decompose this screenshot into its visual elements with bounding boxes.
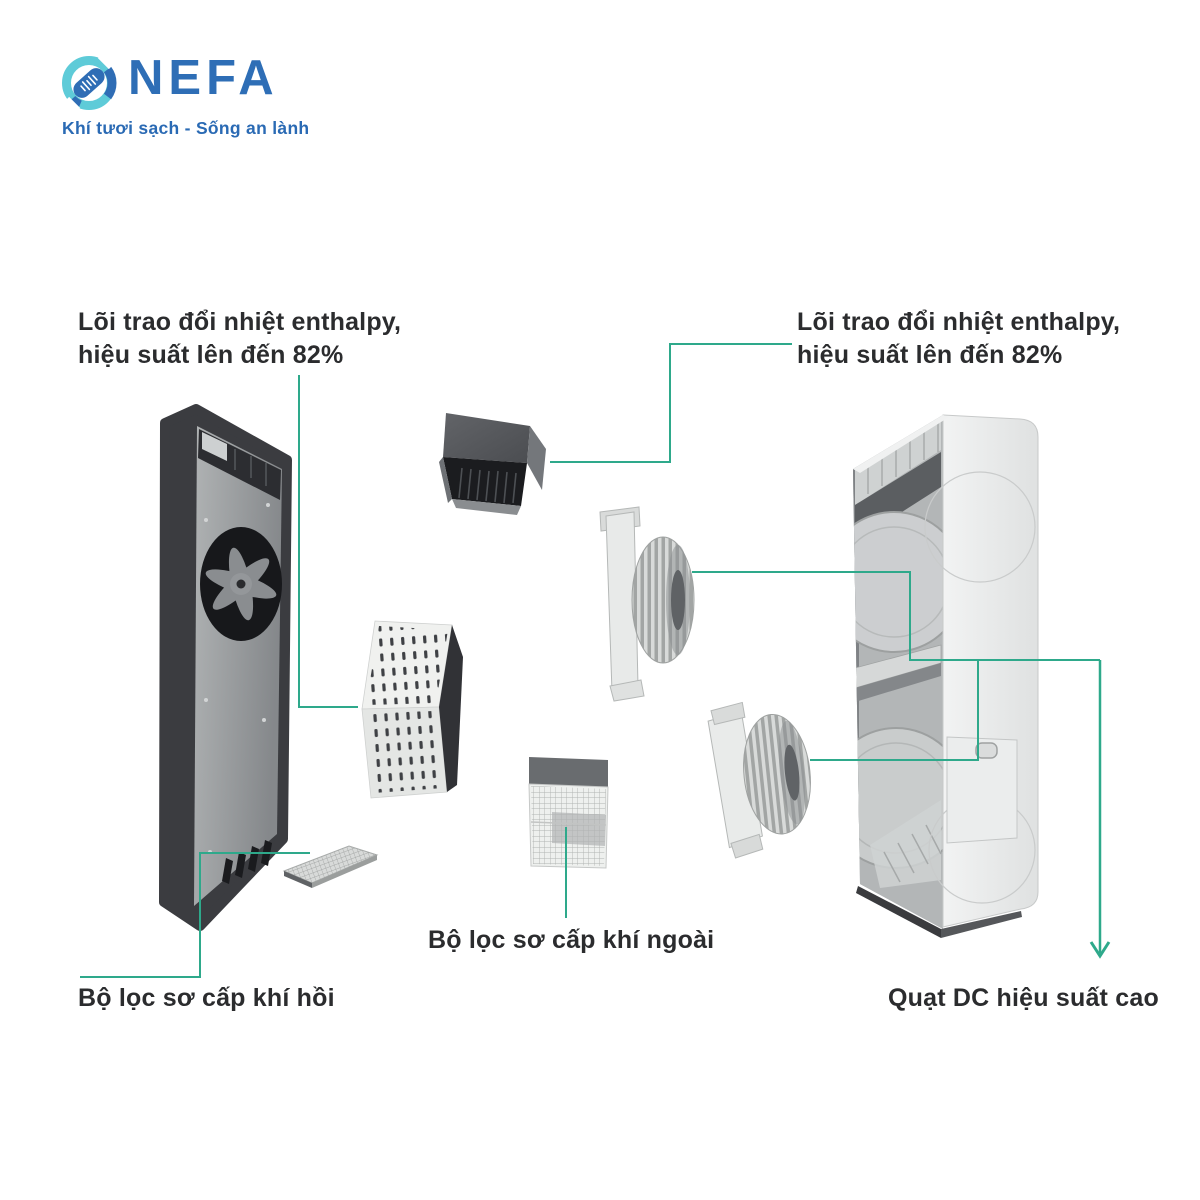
label-heat-core-left-line2: hiệu suất lên đến 82% (78, 341, 344, 369)
brand-logo: NEFA Khí tươi sạch - Sống an lành (60, 51, 380, 164)
connector-heat-core-right (550, 343, 792, 463)
label-heat-core-left-line1: Lõi trao đổi nhiệt enthalpy, (78, 308, 402, 336)
outdoor-air-filter (528, 757, 609, 869)
connector-fan-upper (692, 571, 1100, 661)
nefa-logo-icon (62, 54, 117, 112)
connector-return-filter (80, 852, 310, 978)
connector-lines (80, 343, 1111, 978)
back-cover-panel (159, 404, 292, 931)
label-heat-core-right: Lõi trao đổi nhiệt enthalpy, hiệu suất l… (797, 306, 1120, 372)
label-heat-core-right-line2: hiệu suất lên đến 82% (797, 341, 1063, 369)
connector-heat-core-left (298, 375, 358, 708)
enthalpy-core (361, 620, 463, 799)
label-heat-core-left: Lõi trao đổi nhiệt enthalpy, hiệu suất l… (78, 306, 401, 372)
dc-fan-upper (599, 506, 695, 702)
brand-tagline: Khí tươi sạch - Sống an lành (62, 118, 310, 138)
core-housing (439, 413, 546, 515)
return-air-filter (282, 845, 379, 888)
label-dc-fan: Quạt DC hiệu suất cao (888, 984, 1159, 1012)
label-return-filter: Bộ lọc sơ cấp khí hồi (78, 984, 335, 1012)
label-outdoor-filter: Bộ lọc sơ cấp khí ngoài (428, 926, 715, 954)
connector-fan-lower (810, 661, 979, 761)
label-heat-core-right-line1: Lõi trao đổi nhiệt enthalpy, (797, 308, 1121, 336)
arrow-down-icon (1089, 941, 1111, 959)
main-unit-body (853, 414, 1039, 938)
dc-fan-lower (707, 701, 811, 859)
brand-name: NEFA (128, 51, 279, 105)
